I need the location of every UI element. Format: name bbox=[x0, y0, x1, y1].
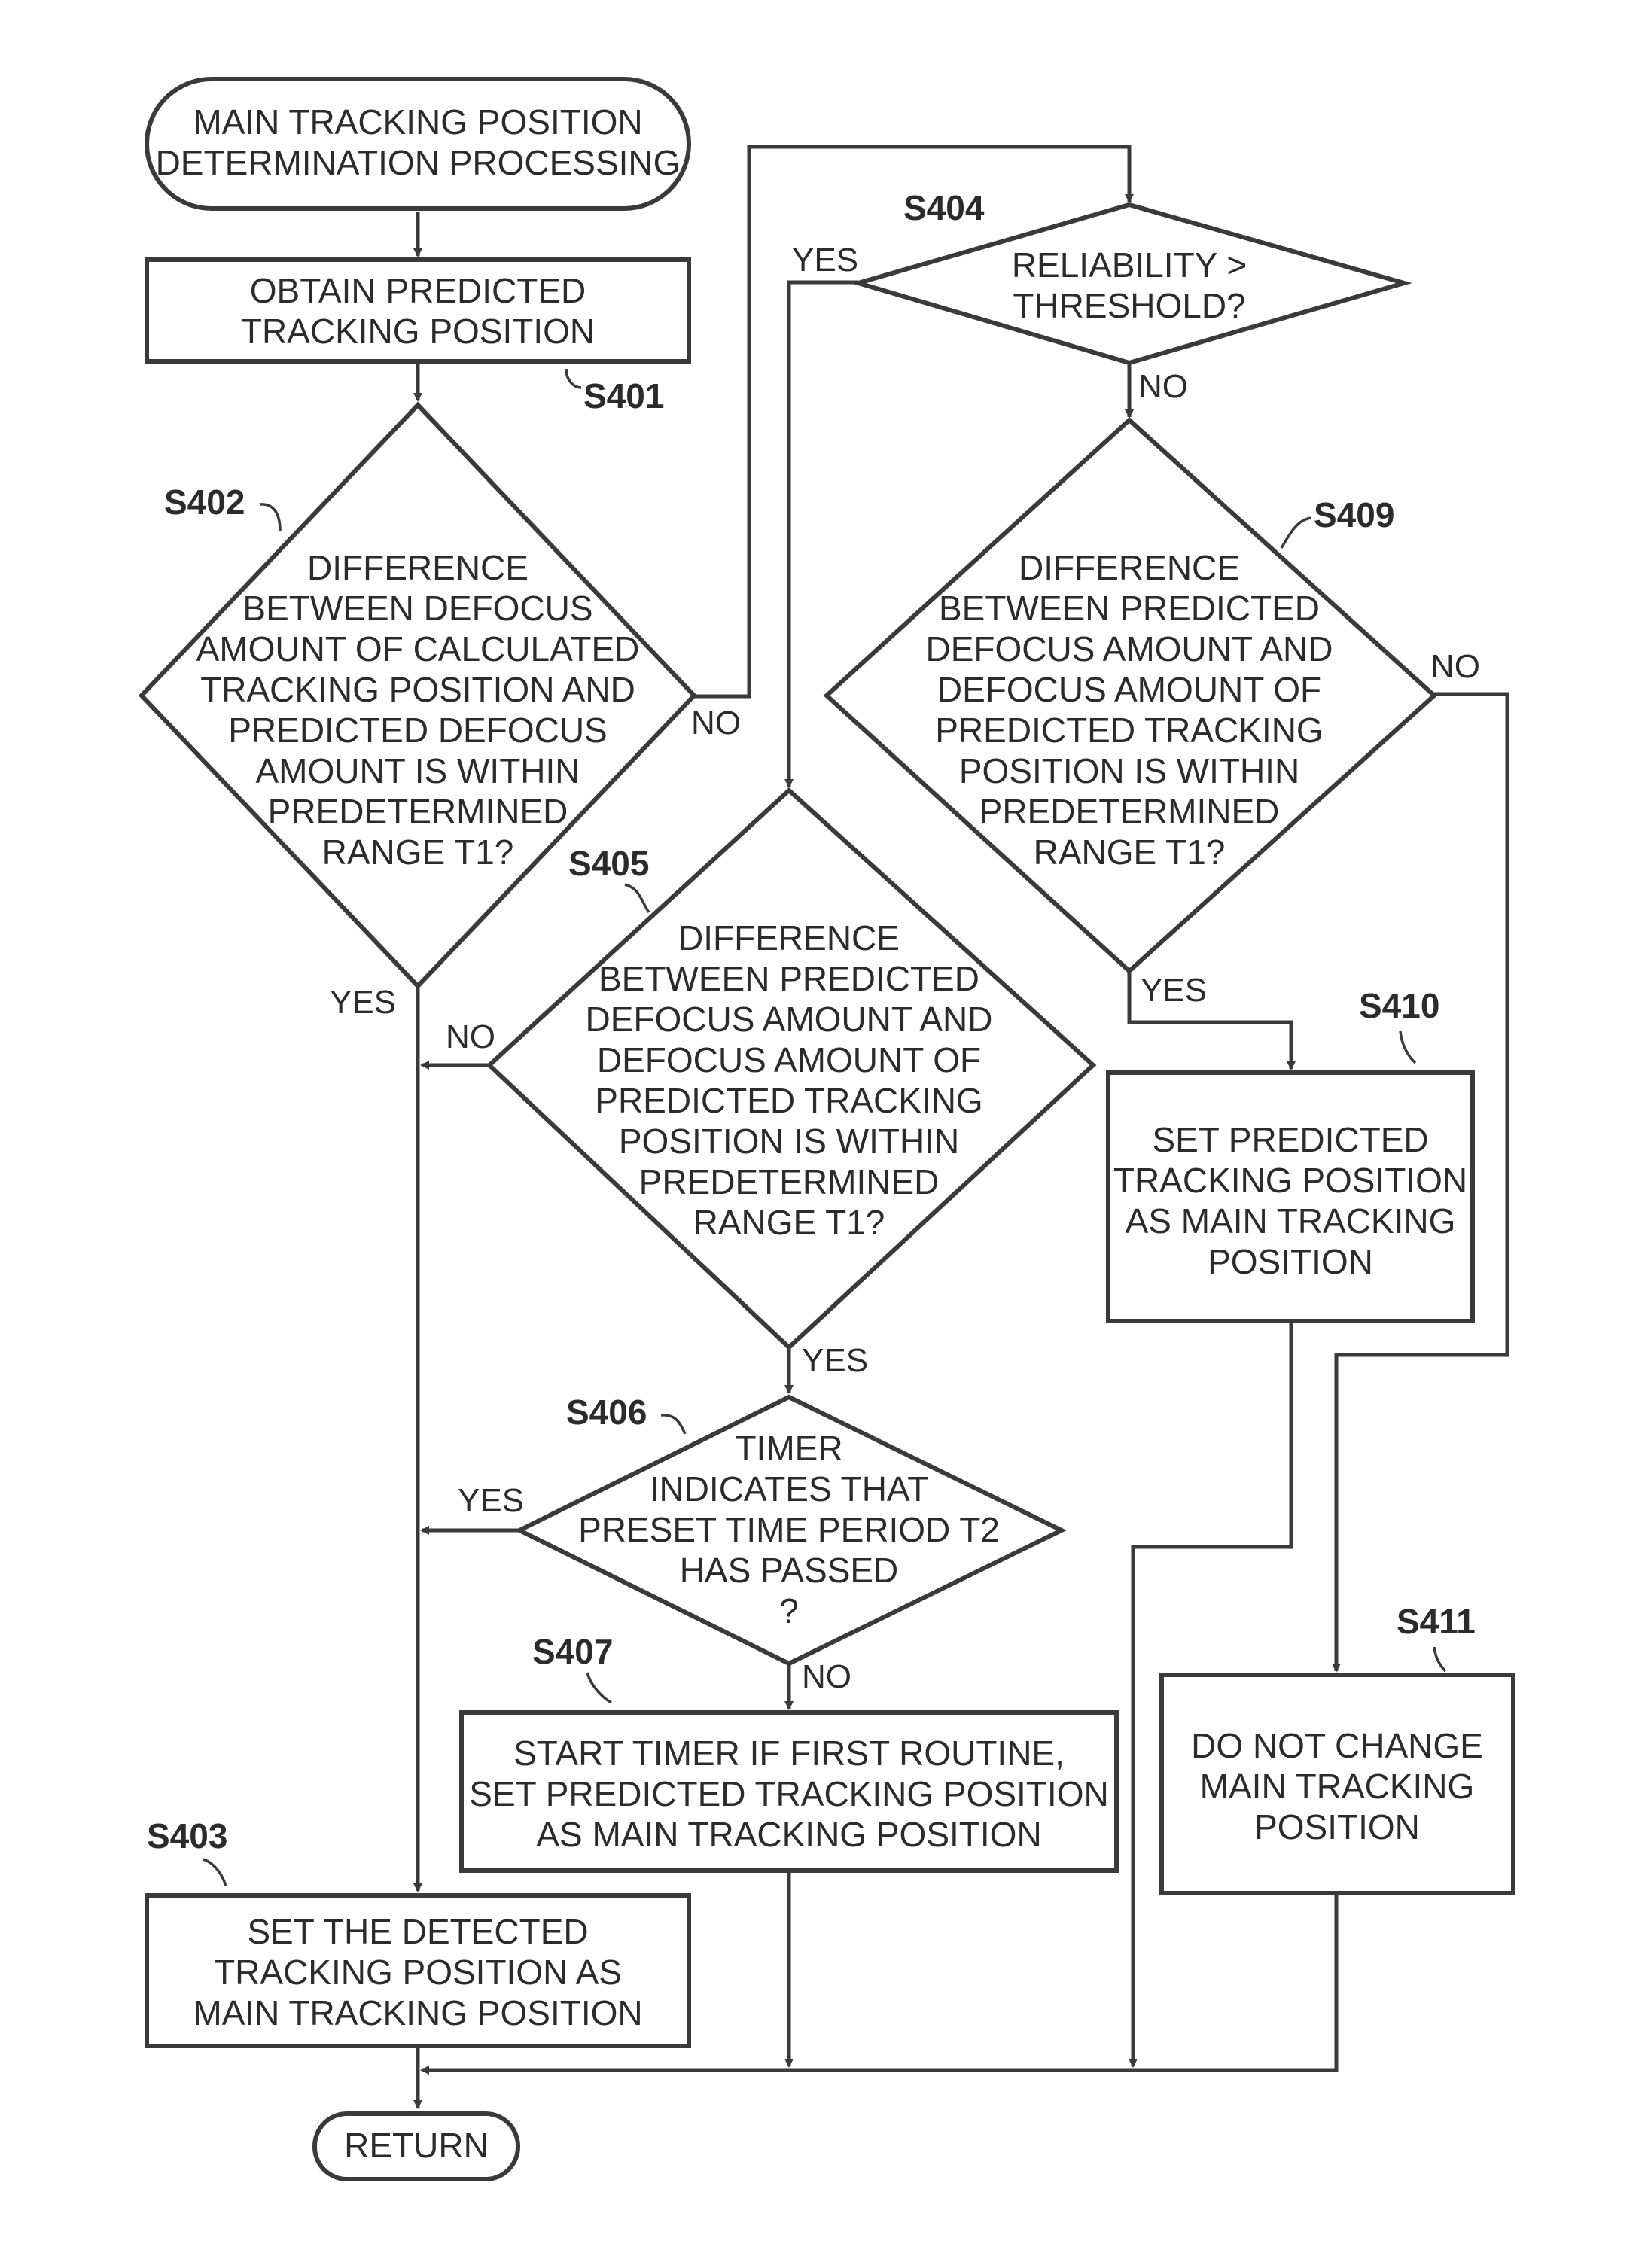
leader-s401 bbox=[566, 369, 581, 388]
node-text-line: RETURN bbox=[344, 2126, 489, 2165]
node-text-line: SET PREDICTED TRACKING POSITION bbox=[469, 1774, 1108, 1813]
node-text-line: PREDETERMINED bbox=[979, 792, 1280, 831]
node-text-line: AMOUNT OF CALCULATED bbox=[196, 629, 640, 668]
step-label-s403: S403 bbox=[147, 1816, 227, 1855]
step-label-s402: S402 bbox=[164, 483, 245, 522]
leader-s409 bbox=[1281, 518, 1311, 548]
node-text-line: TRACKING POSITION bbox=[1113, 1161, 1467, 1200]
leader-s410 bbox=[1400, 1031, 1415, 1063]
node-text-line: BETWEEN DEFOCUS bbox=[242, 589, 592, 628]
node-text-line: AS MAIN TRACKING POSITION bbox=[536, 1815, 1041, 1854]
node-text-line: POSITION IS WITHIN bbox=[619, 1122, 959, 1161]
node-text-line: TIMER bbox=[735, 1429, 842, 1468]
node-text-line: TRACKING POSITION AND bbox=[200, 670, 635, 709]
node-text-line: DEFOCUS AMOUNT OF bbox=[597, 1040, 981, 1079]
step-label-s411: S411 bbox=[1397, 1602, 1476, 1641]
node-text-line: SET THE DETECTED bbox=[247, 1912, 588, 1951]
label-s405-no: NO bbox=[446, 1018, 495, 1055]
label-s406-no: NO bbox=[802, 1658, 851, 1695]
node-text: START TIMER IF FIRST ROUTINE,SET PREDICT… bbox=[469, 1734, 1108, 1854]
step-label-s404: S404 bbox=[903, 188, 985, 227]
edge-s411-merge bbox=[789, 1893, 1336, 2070]
leader-s406 bbox=[661, 1415, 685, 1434]
node-text-line: PREDICTED TRACKING bbox=[595, 1081, 982, 1120]
label-s409-no: NO bbox=[1430, 648, 1480, 685]
node-text-line: PREDICTED TRACKING bbox=[935, 711, 1323, 750]
step-label-s405: S405 bbox=[568, 844, 649, 883]
node-text: SET THE DETECTEDTRACKING POSITION ASMAIN… bbox=[193, 1912, 642, 2032]
node-text-line: DETERMINATION PROCESSING bbox=[156, 143, 681, 182]
node-text-line: INDICATES THAT bbox=[650, 1469, 929, 1508]
node-text-line: DIFFERENCE bbox=[307, 548, 529, 587]
node-text-line: PRESET TIME PERIOD T2 bbox=[578, 1510, 1000, 1549]
label-s404-no: NO bbox=[1138, 368, 1188, 405]
return-terminal: RETURN bbox=[315, 2114, 518, 2179]
node-text-line: POSITION bbox=[1254, 1807, 1420, 1846]
node-text-line: RELIABILITY > bbox=[1012, 245, 1247, 285]
node-text-line: AMOUNT IS WITHIN bbox=[255, 751, 580, 790]
label-s402-no: NO bbox=[691, 705, 741, 741]
process-s407: START TIMER IF FIRST ROUTINE,SET PREDICT… bbox=[462, 1712, 1116, 1871]
node-text-line: POSITION IS WITHIN bbox=[959, 751, 1299, 790]
node-text-line: DIFFERENCE bbox=[1019, 548, 1240, 587]
start-terminal: MAIN TRACKING POSITIONDETERMINATION PROC… bbox=[147, 79, 689, 209]
node-text-line: POSITION bbox=[1208, 1242, 1373, 1281]
node-text-line: MAIN TRACKING POSITION bbox=[193, 1993, 642, 2032]
node-text-line: BETWEEN PREDICTED bbox=[599, 959, 979, 998]
label-s405-yes: YES bbox=[802, 1342, 868, 1379]
leader-s411 bbox=[1434, 1647, 1445, 1671]
leader-s407 bbox=[587, 1673, 611, 1703]
process-s410: SET PREDICTEDTRACKING POSITIONAS MAIN TR… bbox=[1108, 1073, 1473, 1321]
label-s409-yes: YES bbox=[1141, 972, 1207, 1009]
node-text-line: MAIN TRACKING bbox=[1200, 1767, 1475, 1806]
node-text-line: MAIN TRACKING POSITION bbox=[193, 102, 642, 142]
node-text-line: RANGE T1? bbox=[693, 1203, 885, 1242]
node-text-line: TRACKING POSITION bbox=[241, 312, 595, 351]
node-text-line: BETWEEN PREDICTED bbox=[939, 589, 1320, 628]
decision-s406: TIMERINDICATES THATPRESET TIME PERIOD T2… bbox=[519, 1397, 1062, 1664]
label-s404-yes: YES bbox=[792, 242, 858, 279]
node-text-line: PREDETERMINED bbox=[268, 792, 568, 831]
node-text-line: TRACKING POSITION AS bbox=[214, 1953, 622, 1992]
node-text: TIMERINDICATES THATPRESET TIME PERIOD T2… bbox=[578, 1429, 1000, 1630]
step-label-s406: S406 bbox=[566, 1393, 647, 1432]
node-text-line: DO NOT CHANGE bbox=[1191, 1726, 1483, 1765]
label-s406-yes: YES bbox=[458, 1482, 524, 1519]
step-label-s407: S407 bbox=[532, 1632, 613, 1671]
node-text-line: SET PREDICTED bbox=[1152, 1120, 1428, 1159]
step-label-s410: S410 bbox=[1359, 986, 1439, 1025]
process-s401: OBTAIN PREDICTEDTRACKING POSITION bbox=[147, 260, 689, 361]
node-text-line: DEFOCUS AMOUNT AND bbox=[586, 1000, 993, 1039]
node-text-line: DEFOCUS AMOUNT AND bbox=[926, 629, 1333, 668]
leader-s402 bbox=[260, 504, 280, 531]
node-text-line: PREDETERMINED bbox=[639, 1162, 940, 1201]
decision-s404: RELIABILITY >THRESHOLD? bbox=[858, 205, 1404, 363]
step-label-s409: S409 bbox=[1314, 495, 1394, 534]
process-s403: SET THE DETECTEDTRACKING POSITION ASMAIN… bbox=[147, 1895, 689, 2046]
leader-s405 bbox=[625, 884, 649, 912]
process-s411: DO NOT CHANGEMAIN TRACKINGPOSITION bbox=[1162, 1675, 1513, 1893]
node-text: RETURN bbox=[344, 2126, 489, 2165]
node-text-line: OBTAIN PREDICTED bbox=[250, 271, 586, 310]
node-text-line: START TIMER IF FIRST ROUTINE, bbox=[513, 1734, 1065, 1773]
node-text-line: DEFOCUS AMOUNT OF bbox=[937, 670, 1321, 709]
node-text-line: RANGE T1? bbox=[322, 833, 514, 872]
node-text-line: ? bbox=[779, 1591, 799, 1630]
node-text-line: DIFFERENCE bbox=[678, 918, 900, 957]
node-text-line: PREDICTED DEFOCUS bbox=[228, 711, 607, 750]
node-text-line: THRESHOLD? bbox=[1013, 286, 1245, 325]
node-text-line: RANGE T1? bbox=[1034, 833, 1226, 872]
label-s402-yes: YES bbox=[330, 984, 396, 1021]
node-text-line: AS MAIN TRACKING bbox=[1126, 1201, 1456, 1241]
step-label-s401: S401 bbox=[583, 376, 664, 416]
node-text-line: HAS PASSED bbox=[680, 1551, 899, 1590]
leader-s403 bbox=[203, 1859, 226, 1886]
